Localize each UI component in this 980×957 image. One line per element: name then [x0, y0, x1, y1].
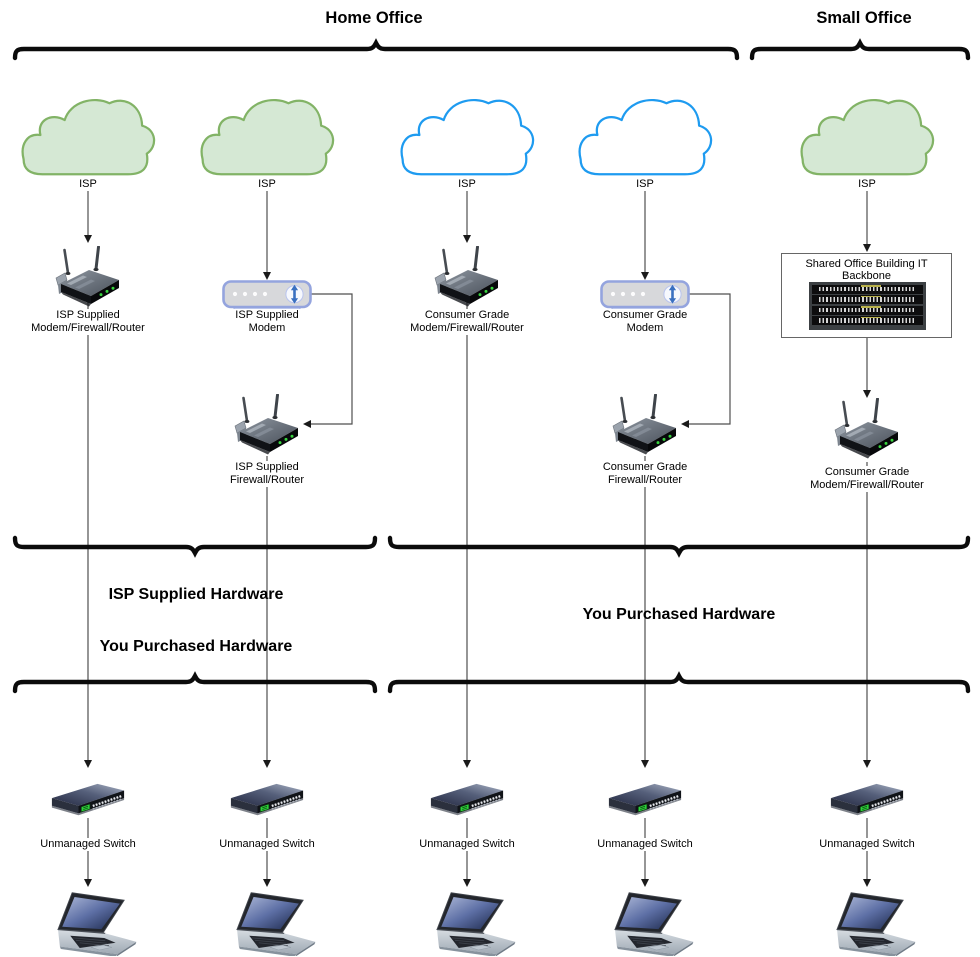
rack-switch-bar: [812, 316, 923, 325]
unmanaged-switch-icon-col3: [429, 782, 505, 820]
router-label-col5: Consumer Grade Modem/Firewall/Router: [808, 466, 926, 492]
device-label-col4: Consumer Grade Modem: [600, 309, 690, 335]
brace-small-office: [749, 38, 971, 61]
device-label-col3: Consumer Grade Modem/Firewall/Router: [408, 309, 526, 335]
unmanaged-switch-icon-col4: [607, 782, 683, 820]
isp-cloud-col1: [18, 92, 158, 178]
switch-label-col1: Unmanaged Switch: [38, 838, 138, 851]
brace-left-zone-bottom: [12, 671, 378, 694]
laptop-icon-col2: [225, 888, 317, 956]
unmanaged-switch-icon-col2: [229, 782, 305, 820]
brace-right-zone-bottom: [387, 671, 971, 694]
router2-label-col2: ISP Supplied Firewall/Router: [228, 461, 306, 487]
rack-switch-bar: [812, 305, 923, 315]
brace-left-zone-top: [12, 535, 378, 558]
laptop-icon-col1: [46, 888, 138, 956]
switch-label-col4: Unmanaged Switch: [595, 838, 695, 851]
unmanaged-switch-icon-col5: [829, 782, 905, 820]
rack-switch-bar: [812, 284, 923, 294]
laptop-icon-col3: [425, 888, 517, 956]
isp-label-col5: ISP: [856, 178, 878, 191]
shared-backbone-box: Shared Office Building IT Backbone: [781, 253, 952, 338]
switch-label-col3: Unmanaged Switch: [417, 838, 517, 851]
wireless-router-icon-col1: [53, 246, 123, 308]
shared-backbone-label: Shared Office Building IT Backbone: [805, 258, 928, 282]
brace-right-zone-top: [387, 535, 971, 558]
switch-label-col5: Unmanaged Switch: [817, 838, 917, 851]
laptop-icon-col4: [603, 888, 695, 956]
edges-col3: [463, 178, 471, 887]
home-office-title: Home Office: [325, 9, 423, 27]
isp-cloud-col5: [797, 92, 937, 178]
isp-cloud-col2: [197, 92, 337, 178]
right-zone-label: You Purchased Hardware: [582, 606, 776, 623]
unmanaged-switch-icon-col1: [50, 782, 126, 820]
edges-col5: [863, 178, 871, 887]
isp-label-col3: ISP: [456, 178, 478, 191]
left-zone-bottom-label: You Purchased Hardware: [99, 638, 293, 655]
device-label-col2: ISP Supplied Modem: [233, 309, 301, 335]
left-zone-top-label: ISP Supplied Hardware: [108, 586, 284, 603]
isp-label-col1: ISP: [77, 178, 99, 191]
router2-label-col4: Consumer Grade Firewall/Router: [600, 461, 690, 487]
wireless-router-icon-col5: [832, 398, 902, 460]
isp-label-col4: ISP: [634, 178, 656, 191]
rack-switch-bar: [812, 295, 923, 304]
wireless-router2-icon-col2: [232, 394, 302, 456]
device-label-col1: ISP Supplied Modem/Firewall/Router: [29, 309, 147, 335]
wireless-router2-icon-col4: [610, 394, 680, 456]
laptop-icon-col5: [825, 888, 917, 956]
brace-home-office: [12, 38, 740, 61]
isp-cloud-col4: [575, 92, 715, 178]
switch-label-col2: Unmanaged Switch: [217, 838, 317, 851]
wireless-router-icon-col3: [432, 246, 502, 308]
isp-cloud-col3: [397, 92, 537, 178]
rack-switches-image: [809, 282, 926, 330]
small-office-title: Small Office: [816, 9, 912, 27]
isp-label-col2: ISP: [256, 178, 278, 191]
